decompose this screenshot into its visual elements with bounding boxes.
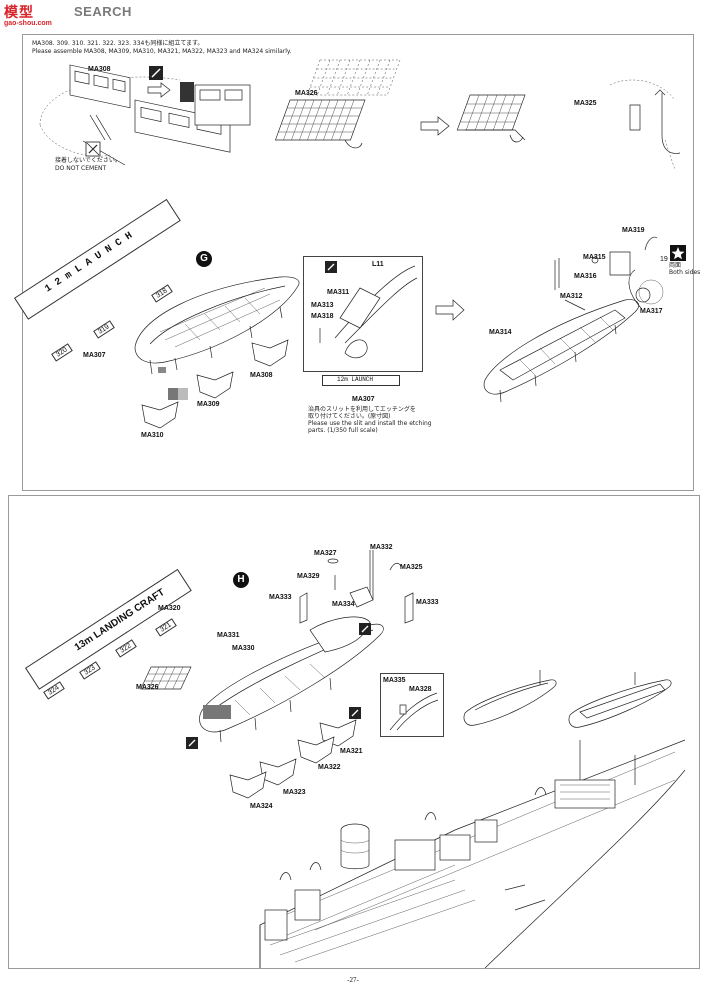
no-cement-en: DO NOT CEMENT: [55, 165, 107, 172]
landing-craft-drawing: [199, 616, 384, 743]
cement-icon-inset: [325, 261, 337, 273]
ma322-stand-drawing: [297, 736, 335, 764]
label-ma312: MA312: [560, 293, 583, 300]
cement-icon-h1: [186, 737, 198, 749]
label-ma322: MA322: [318, 764, 341, 771]
ma309-stand-drawing: [196, 371, 234, 399]
small-parts-h-drawing: [299, 550, 414, 624]
page-number: -27-: [347, 976, 359, 984]
label-ma311: MA311: [327, 289, 350, 296]
landing-craft-small-drawing: [463, 670, 557, 726]
ma308-stand-drawing: [251, 339, 289, 367]
no-cement-icon: [85, 141, 101, 157]
label-ma326-h: MA326: [136, 684, 159, 691]
inset-g-drawing: [319, 265, 418, 359]
launch-small-drawing: [568, 672, 672, 728]
label-ma328: MA328: [409, 686, 432, 693]
both-sides-jp: 両面: [669, 262, 682, 269]
both-sides-en: Both sides: [669, 269, 701, 276]
label-ma335: MA335: [383, 677, 406, 684]
step-h-inset-panel: [380, 673, 444, 737]
watermark-brand-en: SEARCH: [74, 4, 132, 19]
label-ma319: MA319: [622, 227, 645, 234]
arrow-fret: [147, 82, 171, 98]
label-ma325-h: MA325: [400, 564, 423, 571]
label-ma330: MA330: [232, 645, 255, 652]
label-ma333-left: MA333: [269, 594, 292, 601]
ship-deck-drawing: [259, 739, 686, 969]
part-num-19: 19: [660, 256, 668, 263]
watermark-url: gao-shou.com: [4, 20, 52, 27]
ma324-stand-drawing: [229, 771, 267, 799]
cement-icon-g: [168, 388, 188, 400]
step-h-marker: H: [233, 572, 249, 588]
label-ma321: MA321: [340, 748, 363, 755]
label-ma329: MA329: [297, 573, 320, 580]
label-ma316: MA316: [574, 273, 597, 280]
label-ma317: MA317: [640, 308, 663, 315]
inset-plate-text: 12m LAUNCH: [337, 376, 374, 383]
label-ma324: MA324: [250, 803, 273, 810]
slit-note-en: Please use the slit and install the etch…: [308, 420, 432, 434]
inset-h-drawing: [389, 692, 439, 731]
label-ma331: MA331: [217, 632, 240, 639]
label-ma325-top: MA325: [574, 100, 597, 107]
cement-icon-h3: [359, 623, 371, 635]
ma326-grating-h: [140, 666, 192, 690]
label-ma326-top: MA326: [295, 90, 318, 97]
label-ma310: MA310: [141, 432, 164, 439]
label-ma307: MA307: [83, 352, 106, 359]
launch-boat-drawing: [134, 276, 300, 375]
completed-launch-drawing: [483, 299, 639, 403]
assembly-note-en: Please assemble MA308, MA309, MA310, MA3…: [32, 48, 292, 55]
arrow-grating: [420, 116, 450, 136]
label-ma323: MA323: [283, 789, 306, 796]
arrow-g: [435, 299, 465, 321]
inset-plate: 12m LAUNCH: [322, 375, 400, 386]
no-cement-jp: 接着しないでください。: [55, 157, 121, 164]
ma310-stand-drawing: [141, 401, 179, 429]
label-ma334: MA334: [332, 601, 355, 608]
assembly-note-jp: MA308. 309. 310. 321. 322. 323. 334も同様に組…: [32, 40, 204, 47]
label-ma308-g: MA308: [250, 372, 273, 379]
label-ma333-right: MA333: [416, 599, 439, 606]
slit-note-jp: 治具のスリットを利用してエッチングを 取り付けてください。(原寸図): [308, 406, 416, 420]
label-ma308-top: MA308: [88, 66, 111, 73]
watermark-brand-cn: 模型: [4, 5, 34, 21]
cement-icon: [149, 66, 163, 80]
ma325-davit-drawing: [609, 79, 681, 171]
cement-icon-h2: [349, 707, 361, 719]
step-g-marker: G: [196, 251, 212, 267]
label-inset-ma307: MA307: [352, 396, 375, 403]
label-ma315: MA315: [583, 254, 606, 261]
davit-parts-drawing: [554, 236, 664, 311]
ma326-grating-drawing: [274, 59, 401, 149]
label-ma318: MA318: [311, 313, 334, 320]
watermark-logo: 模型 SEARCH gao-shou.com: [0, 0, 170, 34]
star-icon: [670, 245, 686, 261]
label-ma332: MA332: [370, 544, 393, 551]
label-ma313: MA313: [311, 302, 334, 309]
label-ma327: MA327: [314, 550, 337, 557]
grating-folded-drawing: [456, 94, 526, 143]
label-ma309: MA309: [197, 401, 220, 408]
label-l11: L11: [372, 261, 384, 268]
label-ma320: MA320: [158, 605, 181, 612]
label-ma314: MA314: [489, 329, 512, 336]
folded-part-drawing: [180, 82, 251, 126]
